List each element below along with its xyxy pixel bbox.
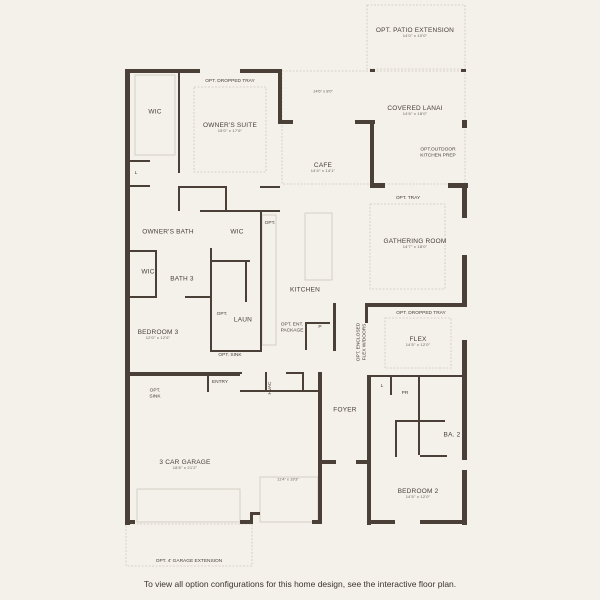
label-opt-sink: OPT. SINK (218, 353, 242, 359)
label-opt-2: OPT. (216, 312, 228, 318)
room-name: 3 CAR GARAGE (159, 458, 211, 466)
room-dimensions: 14'4" x 14'1" (310, 168, 336, 174)
label-bath-3: BATH 3 (170, 275, 194, 283)
room-name: GATHERING ROOM (383, 237, 447, 245)
wic-shelves (134, 74, 176, 156)
room-name: FLEX (409, 335, 427, 343)
label-pantry: P (318, 325, 322, 331)
label-kitchen: KITCHEN (290, 286, 320, 294)
owners-tray-outline (193, 86, 267, 173)
label-owners-bath: OWNER'S BATH (142, 228, 194, 236)
room-name: BEDROOM 3 (137, 328, 179, 336)
label-foyer: FOYER (333, 406, 357, 414)
label-hvac: HVAC (268, 381, 274, 395)
label-garage-extension: OPT. 4' GARAGE EXTENSION (155, 559, 223, 565)
room-dimensions: 15'0" x 17'6" (217, 128, 243, 134)
label-opt-enclosed-flex: OPT. ENCLOSED FLEX W/DOORS (356, 322, 367, 362)
label-wic: WIC (148, 108, 162, 116)
room-dimensions: 12'0" x 12'6" (145, 335, 171, 341)
label-opt: OPT. (264, 221, 276, 227)
room-name: OWNER'S SUITE (202, 121, 258, 129)
label-laun: LAUN (233, 316, 253, 324)
label-opt-dropped-tray-2: OPT. DROPPED TRAY (396, 311, 446, 317)
room-name: COVERED LANAI (387, 104, 443, 112)
label-wic-3: WIC (141, 268, 155, 276)
flex-tray-outline (384, 317, 452, 369)
room-dimensions: 14'5" x 12'0" (405, 342, 431, 348)
garage-bay-2 (136, 488, 241, 523)
gathering-tray-outline (369, 203, 446, 290)
room-dimensions: 18'8" x 21'2" (172, 465, 198, 471)
label-wic-2: WIC (230, 228, 244, 236)
label-pr: PR (401, 391, 409, 397)
label-l: L (134, 171, 138, 177)
fixtures (134, 74, 333, 523)
counter (261, 214, 277, 346)
room-dimensions: 14'0" x 10'0" (402, 33, 428, 39)
interactive-floor-plan-caption: To view all option configurations for th… (143, 579, 457, 589)
kitchen-island (304, 212, 333, 281)
label-opt-tray: OPT. TRAY (395, 196, 421, 202)
garage-bay-dimensions: 11'4" x 19'3" (277, 476, 299, 482)
label-l-2: L (380, 384, 384, 390)
room-name: CAFE (313, 161, 333, 169)
room-dimensions: 14'7" x 18'0" (402, 244, 428, 250)
label-opt-outdoor-kitchen: OPT.OUTDOOR KITCHEN PREP (420, 147, 456, 158)
room-name: BEDROOM 2 (397, 487, 439, 495)
label-opt-sink-garage: OPT. SINK (149, 388, 161, 399)
room-dimensions: 14'6" x 18'0" (402, 111, 428, 117)
label-opt-ent-package: OPT. ENT. PACKAGE (280, 322, 304, 333)
label-opt-dropped-tray: OPT. DROPPED TRAY (205, 79, 255, 85)
garage-bay (259, 476, 319, 523)
walls (125, 69, 468, 525)
patio-extension-outline (366, 4, 466, 70)
label-entry: ENTRY (211, 380, 229, 386)
garage-extension-outline (125, 523, 253, 567)
label-ba-2: BA. 2 (443, 431, 461, 439)
room-dimensions: 14'5" x 12'0" (405, 494, 431, 500)
lanai-extension-dimensions: 14'6" x 8'0" (313, 88, 333, 94)
room-name: OPT. PATIO EXTENSION (375, 26, 455, 34)
